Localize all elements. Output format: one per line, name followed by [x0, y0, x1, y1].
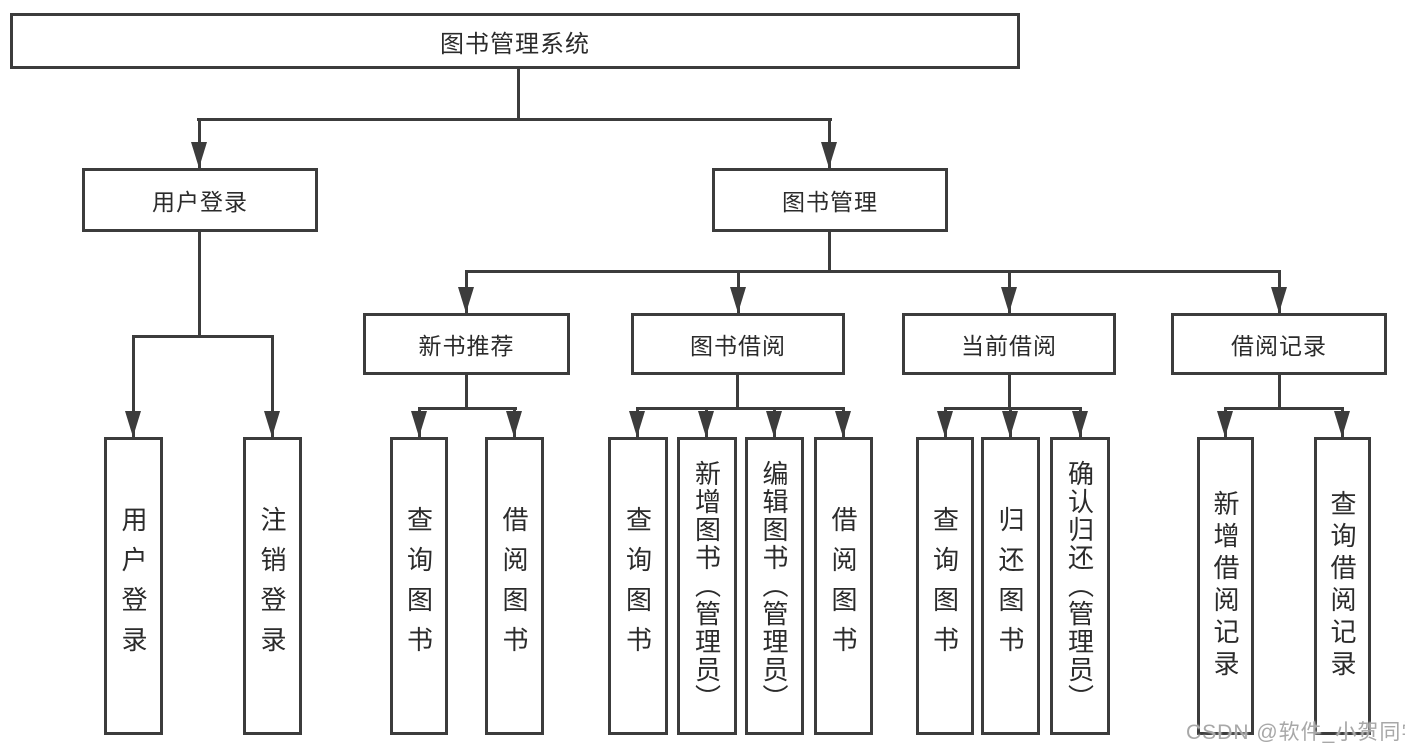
node-root-label: 图书管理系统: [440, 30, 590, 58]
arrowhead-icon: [1271, 287, 1287, 313]
connector-line: [1008, 375, 1011, 410]
connector-line: [517, 68, 520, 120]
node-root: 图书管理系统: [10, 13, 1020, 69]
leaf-bb-query-books-label: 查询图书: [622, 506, 653, 666]
node-borrow-records: 借阅记录: [1171, 313, 1387, 375]
arrowhead-icon: [730, 287, 746, 313]
connector-line: [944, 407, 1082, 410]
node-user-login-label: 用户登录: [152, 189, 248, 215]
connector-line: [132, 335, 274, 338]
node-user-login: 用户登录: [82, 168, 318, 232]
connector-line: [132, 335, 135, 437]
leaf-bb-borrow-books: 借阅图书: [814, 437, 873, 735]
node-book-management-label: 图书管理: [782, 189, 878, 215]
leaf-cb-query-books-label: 查询图书: [929, 506, 960, 666]
node-current-borrow: 当前借阅: [902, 313, 1116, 375]
arrowhead-icon: [1001, 287, 1017, 313]
arrowhead-icon: [411, 411, 427, 437]
arrowhead-icon: [698, 411, 714, 437]
leaf-cb-confirm-return-admin-label: 确认归还（管理员）: [1064, 460, 1095, 712]
connector-line: [828, 232, 831, 273]
leaf-cb-query-books: 查询图书: [916, 437, 974, 735]
arrowhead-icon: [821, 142, 837, 168]
leaf-cb-confirm-return-admin: 确认归还（管理员）: [1050, 437, 1110, 735]
leaf-bb-edit-books-admin-label: 编辑图书（管理员）: [759, 460, 789, 712]
node-book-borrow-label: 图书借阅: [690, 333, 786, 359]
leaf-bb-edit-books-admin: 编辑图书（管理员）: [745, 437, 804, 735]
leaf-br-add-record: 新增借阅记录: [1197, 437, 1254, 735]
leaf-br-query-record: 查询借阅记录: [1314, 437, 1371, 735]
arrowhead-icon: [629, 411, 645, 437]
arrowhead-icon: [506, 411, 522, 437]
node-current-borrow-label: 当前借阅: [961, 333, 1057, 359]
connector-line: [1224, 407, 1344, 410]
arrowhead-icon: [125, 411, 141, 437]
connector-line: [636, 407, 845, 410]
connector-line: [198, 232, 201, 338]
leaf-nbr-query-books: 查询图书: [390, 437, 448, 735]
leaf-logout-label: 注销登录: [257, 506, 287, 666]
leaf-br-add-record-label: 新增借阅记录: [1210, 490, 1240, 682]
node-borrow-records-label: 借阅记录: [1231, 333, 1327, 359]
leaf-nbr-borrow-books: 借阅图书: [485, 437, 544, 735]
arrowhead-icon: [458, 287, 474, 313]
leaf-nbr-query-books-label: 查询图书: [403, 506, 434, 666]
connector-line: [271, 335, 274, 437]
leaf-logout: 注销登录: [243, 437, 302, 735]
node-new-book-recommend: 新书推荐: [363, 313, 570, 375]
arrowhead-icon: [937, 411, 953, 437]
leaf-br-query-record-label: 查询借阅记录: [1327, 490, 1357, 682]
leaf-bb-borrow-books-label: 借阅图书: [828, 506, 858, 666]
csdn-watermark: CSDN @软件_小贺同学: [1186, 721, 1405, 744]
connector-line: [465, 375, 468, 410]
leaf-bb-query-books: 查询图书: [608, 437, 668, 735]
connector-line: [465, 270, 1281, 273]
arrowhead-icon: [1334, 411, 1350, 437]
leaf-bb-add-books-admin: 新增图书（管理员）: [677, 437, 737, 735]
arrowhead-icon: [835, 411, 851, 437]
node-book-borrow: 图书借阅: [631, 313, 845, 375]
leaf-cb-return-books-label: 归还图书: [995, 506, 1025, 666]
connector-line: [418, 407, 517, 410]
arrowhead-icon: [191, 142, 207, 168]
connector-line: [736, 375, 739, 410]
node-book-management: 图书管理: [712, 168, 948, 232]
arrowhead-icon: [766, 411, 782, 437]
arrowhead-icon: [1072, 411, 1088, 437]
node-new-book-recommend-label: 新书推荐: [418, 333, 515, 359]
leaf-bb-add-books-admin-label: 新增图书（管理员）: [691, 460, 722, 712]
connector-line: [197, 118, 832, 121]
leaf-user-login-label: 用户登录: [118, 506, 148, 666]
arrowhead-icon: [264, 411, 280, 437]
leaf-nbr-borrow-books-label: 借阅图书: [499, 506, 529, 666]
arrowhead-icon: [1217, 411, 1233, 437]
leaf-user-login: 用户登录: [104, 437, 163, 735]
connector-line: [1278, 375, 1281, 410]
leaf-cb-return-books: 归还图书: [981, 437, 1040, 735]
arrowhead-icon: [1002, 411, 1018, 437]
